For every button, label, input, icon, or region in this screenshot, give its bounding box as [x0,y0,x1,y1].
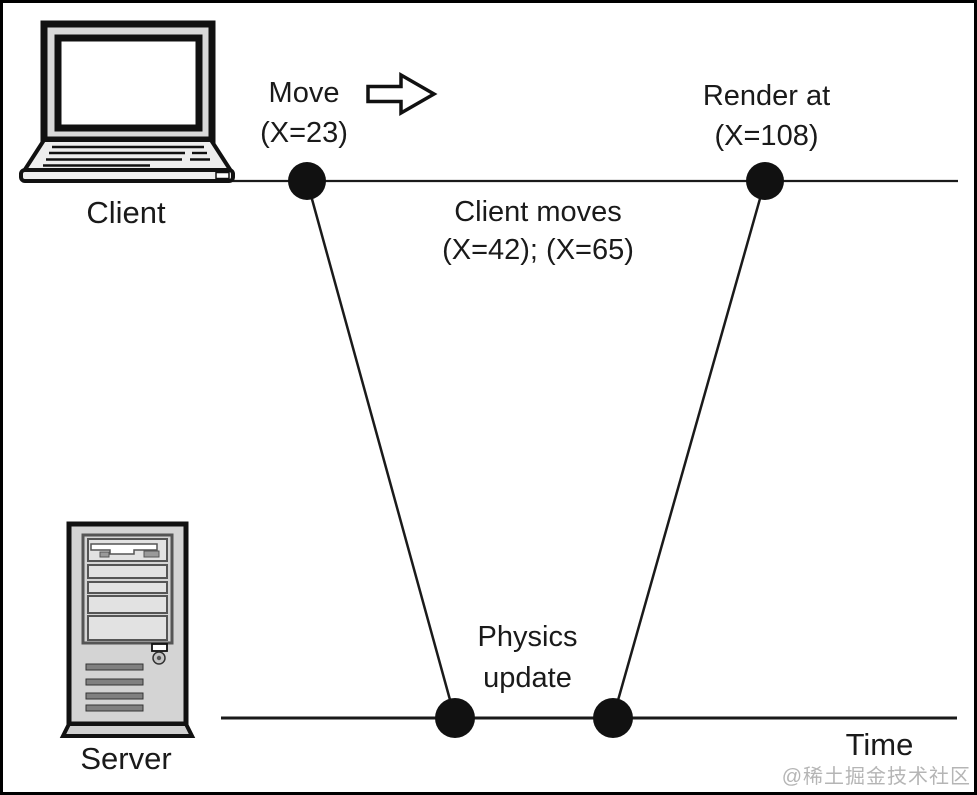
render-event-line2: (X=108) [714,120,819,152]
server-vent [85,692,144,700]
move-event-line1: Move [268,77,340,109]
drive-button [99,551,110,558]
laptop-base-cap [215,171,230,180]
move-message-line [305,180,457,719]
laptop-icon [19,20,235,183]
physics-update-line2: update [483,662,572,694]
server-icon [59,521,196,738]
client-moves-label: Client moves (X=42); (X=65) [407,193,669,269]
physics-update-line1: Physics [477,621,578,653]
server-drive-bay [87,615,168,641]
render-at-dot [746,162,784,200]
time-axis-label: Time [845,727,914,762]
laptop-base [19,168,235,183]
server-drive-bay [87,581,168,594]
server-vent [85,704,144,712]
render-event-label: Render at (X=108) [684,76,849,156]
client-moves-line2: (X=42); (X=65) [442,234,634,266]
move-event-label: Move (X=23) [224,73,384,153]
server-drive-bay [87,564,168,579]
server-label: Server [80,741,172,776]
server-base [59,722,196,738]
physics-update-label: Physics update [425,617,630,699]
server-drive-bay [87,595,168,614]
laptop-screen [54,34,203,132]
server-small-button [151,643,168,652]
drive-button [143,550,160,558]
physics-receive-dot [435,698,475,738]
server-vent [85,663,144,671]
server-bay-panel [81,533,174,645]
right-arrow-icon [366,71,438,117]
physics-send-dot [593,698,633,738]
server-vent [85,678,144,686]
client-label: Client [86,195,166,230]
render-event-line1: Render at [702,80,831,112]
move-event-line2: (X=23) [260,117,348,149]
server-power-dot [156,655,162,661]
watermark-text: @稀土掘金技术社区 [781,766,971,788]
drive-slot [90,543,158,555]
update-message-line [611,180,767,719]
move-sent-dot [288,162,326,200]
client-moves-line1: Client moves [454,196,622,228]
